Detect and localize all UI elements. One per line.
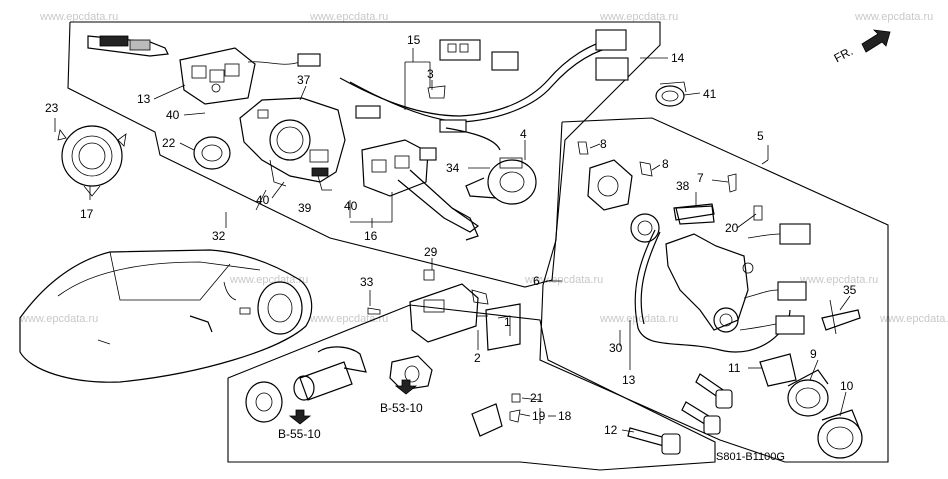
group-frame-upper xyxy=(67,21,661,288)
cable-reel xyxy=(239,97,346,191)
callout-22: 20 xyxy=(725,221,739,235)
callout-27: 23 xyxy=(45,101,59,115)
front-direction-indicator: FR. xyxy=(832,29,891,65)
callout-37: 37 xyxy=(297,73,311,87)
door-lock-cylinders xyxy=(245,346,433,423)
callout-38: 38 xyxy=(676,179,690,193)
watermark-text: www.epcdata.ru xyxy=(799,274,878,286)
callout-40b: 40 xyxy=(256,193,270,207)
steering-lock-assembly xyxy=(587,159,811,353)
watermark-text: www.epcdata.ru xyxy=(854,11,933,23)
cable-reel-ring xyxy=(57,125,127,197)
callout-40: 40 xyxy=(166,108,180,122)
wire-harness-top xyxy=(339,29,629,151)
callout-35: 35 xyxy=(843,283,857,297)
callout-10: 10 xyxy=(840,379,854,393)
callout-39: 39 xyxy=(298,201,312,215)
watermark-text: www.epcdata.ru xyxy=(309,11,388,23)
reference-b53-10: B-53-10 xyxy=(380,401,423,415)
keys xyxy=(627,373,733,455)
callout-4: 4 xyxy=(520,127,527,141)
diagram-code: S801-B1100G xyxy=(716,451,785,463)
down-arrow-icon xyxy=(288,409,312,425)
callout-33: 33 xyxy=(360,275,374,289)
callout-40c: 40 xyxy=(344,199,358,213)
watermark-text: www.epcdata.ru xyxy=(229,274,308,286)
callout-8b: 8 xyxy=(662,157,669,171)
callout-11: 11 xyxy=(728,361,741,375)
watermark-text: www.epcdata.ru xyxy=(39,11,118,23)
wiper-switch xyxy=(361,139,480,241)
callout-2: 2 xyxy=(474,351,481,365)
callout-numbers: 13 40 17 22 23 37 15 3 14 41 4 5 8 8 7 3… xyxy=(45,33,857,437)
callout-21: 21 xyxy=(530,391,544,405)
group-frame-right xyxy=(539,117,889,463)
callout-14: 14 xyxy=(671,51,685,65)
control-unit xyxy=(367,269,521,351)
callout-16: 16 xyxy=(364,229,378,243)
watermarks: www.epcdata.ru www.epcdata.ru www.epcdat… xyxy=(19,11,948,325)
arrow-icon xyxy=(861,29,891,53)
key-cylinder-parts xyxy=(759,299,863,459)
callout-15: 15 xyxy=(407,33,421,47)
direction-label: FR. xyxy=(832,44,856,65)
watermark-text: www.epcdata.ru xyxy=(599,11,678,23)
down-arrow-icon xyxy=(394,379,418,395)
callout-13: 13 xyxy=(622,373,636,387)
ring-23 xyxy=(193,136,231,170)
callout-32: 32 xyxy=(212,229,226,243)
watermark-text: www.epcdata.ru xyxy=(879,313,948,325)
callout-18: 17 xyxy=(80,207,94,221)
callout-23: 22 xyxy=(162,136,176,150)
callout-3: 3 xyxy=(427,67,434,81)
car-silhouette xyxy=(19,249,313,383)
cancel-cam xyxy=(465,157,537,205)
watermark-text: www.epcdata.ru xyxy=(599,313,678,325)
callout-7: 7 xyxy=(697,171,704,185)
callout-12: 12 xyxy=(604,423,618,437)
callout-9: 9 xyxy=(810,347,817,361)
callout-41: 41 xyxy=(703,87,717,101)
clamp-41 xyxy=(655,81,687,107)
reference-arrows: B-55-10 B-53-10 xyxy=(278,379,423,441)
callout-1: 1 xyxy=(504,315,511,329)
group-frame-lower xyxy=(227,304,716,471)
clip-parts xyxy=(471,393,521,437)
callout-6: 6 xyxy=(533,274,540,288)
leader-lines xyxy=(54,48,851,433)
callout-29: 29 xyxy=(424,245,438,259)
callout-19: 18 xyxy=(558,409,572,423)
callout-30: 30 xyxy=(609,341,623,355)
callout-20: 19 xyxy=(532,409,546,423)
callout-34: 34 xyxy=(446,161,460,175)
callout-5: 5 xyxy=(757,129,764,143)
combination-switch-left xyxy=(87,35,321,105)
watermark-text: www.epcdata.ru xyxy=(19,313,98,325)
callout-17: 13 xyxy=(137,92,151,106)
small-parts-right xyxy=(577,141,763,221)
reference-b55-10: B-55-10 xyxy=(278,427,321,441)
callout-8: 8 xyxy=(600,137,607,151)
